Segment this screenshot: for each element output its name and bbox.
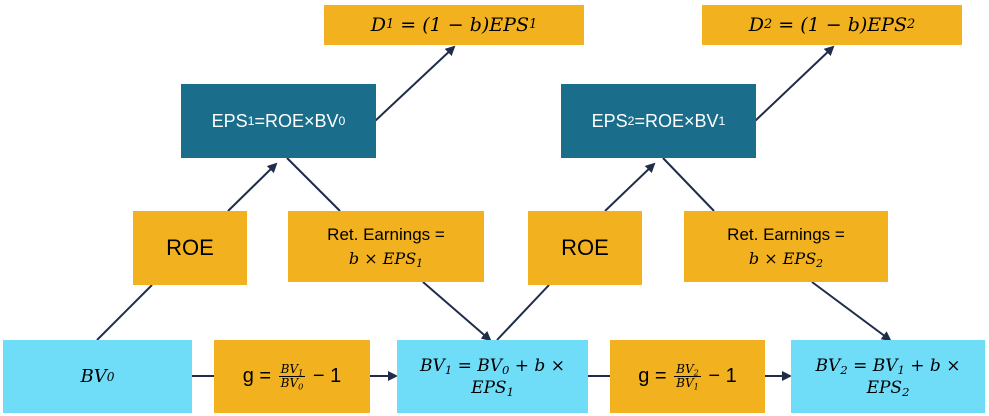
- eps2-b: =ROE×BV: [634, 110, 719, 131]
- bv2-l1c: + b ×: [904, 355, 961, 376]
- arrow-eps2-ret2: [662, 157, 715, 212]
- g2-fraction: BV2 BV1: [674, 363, 701, 390]
- bv0-text: BV: [80, 366, 107, 387]
- g2-label: g =: [638, 365, 673, 387]
- bv2-box: BV2 = BV1 + b × EPS2: [791, 340, 985, 413]
- retained-earnings-2-box: Ret. Earnings = b × EPS2: [684, 211, 888, 282]
- g2-den-sub: 1: [693, 381, 699, 392]
- d2-lhs: D: [748, 14, 765, 36]
- g2-den-text: BV: [676, 376, 694, 390]
- g1-denominator: BV0: [279, 376, 306, 392]
- roe-1-box: ROE: [133, 211, 247, 285]
- ret1-line2-wrap: b × EPS1: [349, 247, 423, 271]
- bv2-l1a-sub: 2: [840, 362, 848, 377]
- d2-rhs: (1 − b)EPS: [800, 14, 907, 36]
- bv2-l2: EPS: [866, 377, 903, 398]
- eps1-b: =ROE×BV: [254, 110, 339, 131]
- bv1-l2: EPS: [471, 377, 507, 398]
- g2-num-text: BV: [676, 362, 694, 376]
- arrow-eps2-d2: [754, 45, 835, 122]
- g1-fraction: BV1 BV0: [278, 362, 306, 392]
- bv1-l1a: BV: [420, 355, 445, 376]
- ret2-line2-wrap: b × EPS2: [749, 247, 823, 271]
- arrow-roe2-eps2: [604, 162, 656, 212]
- bv1-l1a-sub: 1: [444, 362, 453, 377]
- ret1-line2-sub: 1: [416, 256, 424, 270]
- arrow-eps1-ret1: [286, 157, 341, 212]
- g1-den-text: BV: [280, 376, 299, 390]
- bv1-box: BV1 = BV0 + b × EPS1: [397, 340, 588, 413]
- bv2-l1a: BV: [815, 355, 841, 376]
- bv1-line1: BV1 = BV0 + b ×: [420, 355, 565, 377]
- eps1-a: EPS: [211, 110, 248, 131]
- g2-num-sub: 2: [693, 367, 699, 378]
- d1-rhs: (1 − b)EPS: [422, 14, 529, 36]
- d1-lhs: D: [370, 14, 387, 36]
- bv1-l1b-sub: 0: [502, 362, 510, 377]
- ret2-line1: Ret. Earnings =: [727, 224, 845, 244]
- arrow-roe1-eps1: [227, 162, 278, 212]
- d2-eq: =: [772, 14, 801, 36]
- arrow-eps1-d1: [374, 45, 456, 122]
- bv2-l1b: = BV: [847, 355, 898, 376]
- ret2-line2-sub: 2: [816, 256, 824, 270]
- bv2-line2: EPS2: [867, 377, 910, 399]
- ret2-line2: b × EPS: [748, 248, 817, 268]
- growth-2-box: g = BV2 BV1 − 1: [610, 340, 765, 413]
- g1-tail: − 1: [307, 365, 342, 387]
- bv2-l1b-sub: 1: [897, 362, 905, 377]
- arrow-ret1-bv1: [422, 281, 492, 342]
- g1-num-text: BV: [280, 362, 299, 376]
- bv1-line2: EPS1: [471, 377, 514, 399]
- arrow-bv1-roe2: [496, 284, 550, 341]
- d1-eq: =: [394, 14, 423, 36]
- bv1-l2-sub: 1: [506, 384, 514, 399]
- bv1-l1c: + b ×: [509, 355, 565, 376]
- g2-tail: − 1: [702, 365, 737, 387]
- bv2-line1: BV2 = BV1 + b ×: [816, 355, 961, 377]
- arrow-bv0-roe1: [96, 284, 153, 341]
- g2-denominator: BV1: [674, 376, 701, 392]
- bv2-l2-sub: 2: [902, 384, 910, 399]
- g2-numerator: BV2: [674, 363, 701, 377]
- g1-numerator: BV1: [278, 362, 306, 378]
- eps2-a: EPS: [591, 110, 628, 131]
- growth-1-box: g = BV1 BV0 − 1: [214, 340, 370, 413]
- ret1-line2: b × EPS: [348, 248, 417, 268]
- bv1-l1b: = BV: [452, 355, 502, 376]
- g1-label: g =: [242, 365, 277, 387]
- retained-earnings-1-box: Ret. Earnings = b × EPS1: [288, 211, 484, 282]
- g1-num-sub: 1: [298, 367, 304, 378]
- roe-2-box: ROE: [528, 211, 642, 285]
- roe1-label: ROE: [166, 235, 214, 260]
- roe2-label: ROE: [561, 235, 609, 260]
- arrow-ret2-bv2: [811, 281, 892, 342]
- g1-den-sub: 0: [298, 381, 304, 392]
- ret1-line1: Ret. Earnings =: [327, 224, 445, 244]
